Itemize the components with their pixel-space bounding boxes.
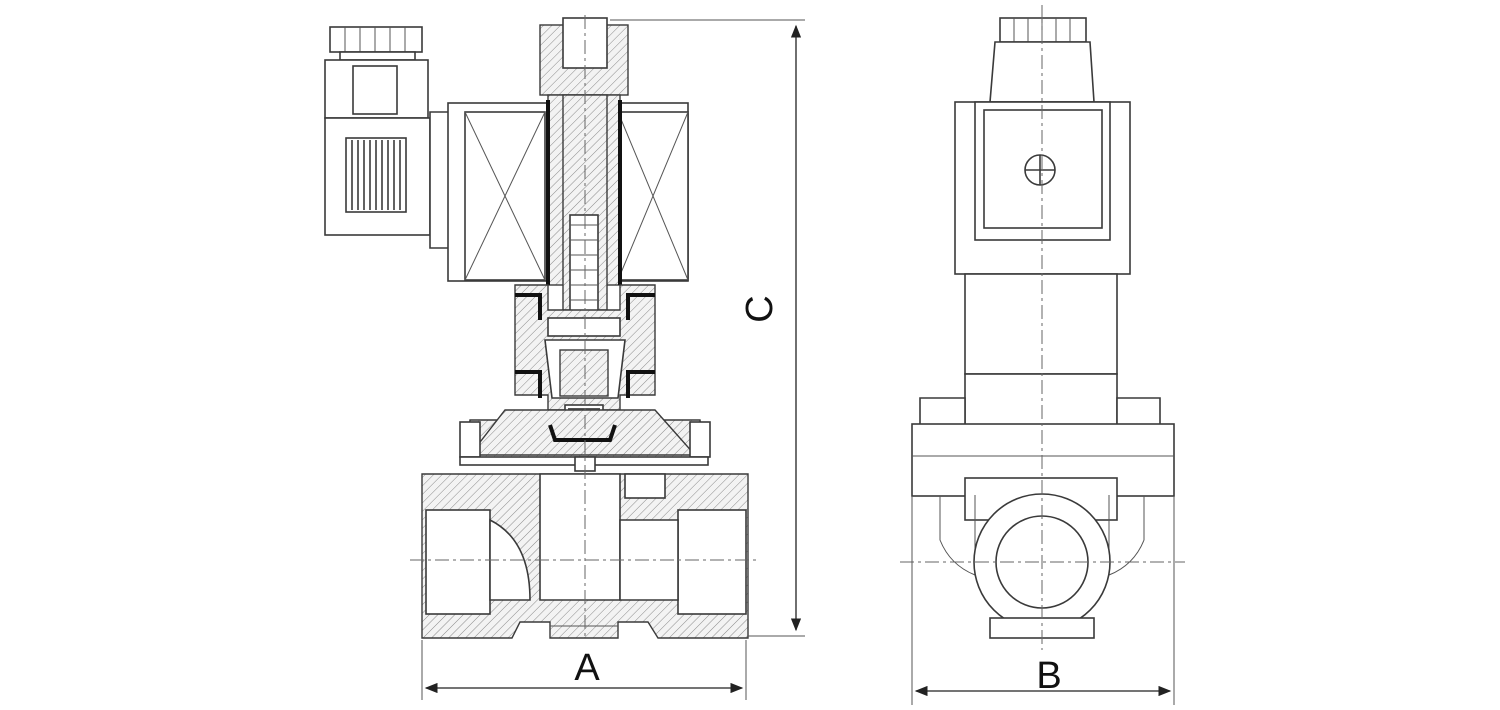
side-bonnet xyxy=(919,273,1161,427)
connector-grip xyxy=(345,137,407,213)
side-connector-cap xyxy=(989,17,1095,103)
dimension-a: A xyxy=(421,640,747,700)
side-view xyxy=(900,5,1185,650)
plunger-tube xyxy=(539,17,629,346)
side-body xyxy=(911,423,1175,639)
dimension-c-label: C xyxy=(739,295,781,322)
dimension-c: C xyxy=(610,19,805,637)
dimension-a-label: A xyxy=(574,647,600,689)
dimension-b: B xyxy=(911,496,1175,705)
connector-plug xyxy=(324,26,456,249)
valve-body xyxy=(421,473,749,639)
dimension-b-label: B xyxy=(1036,655,1061,697)
section-view xyxy=(324,15,760,640)
